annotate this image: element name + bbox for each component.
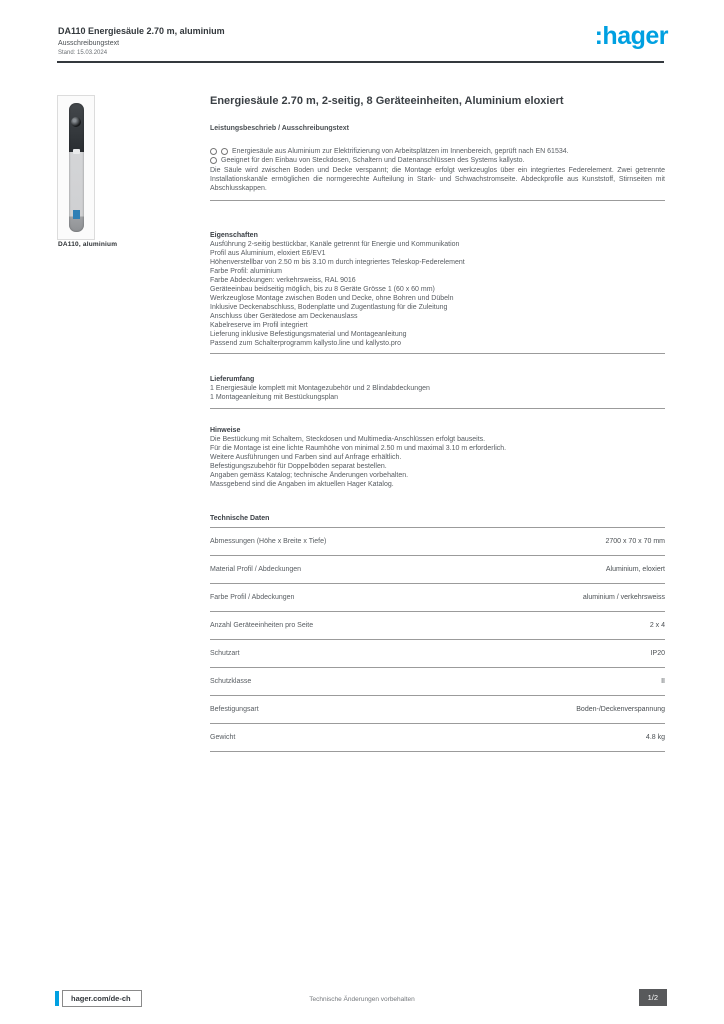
features-title: Eigenschaften [210, 232, 258, 239]
product-photo [57, 95, 95, 240]
feature-line: Farbe Profil: aluminium [210, 268, 282, 275]
section-notes: Hinweise Die Bestückung mit Schaltern, S… [210, 426, 665, 489]
table-row: Farbe Profil / Abdeckungen aluminium / v… [210, 584, 665, 612]
feature-line: Farbe Abdeckungen: verkehrsweiss, RAL 90… [210, 277, 356, 284]
spec-value: 2700 x 70 x 70 mm [605, 538, 665, 545]
footer-brand-mark [55, 991, 59, 1006]
spec-label: Material Profil / Abdeckungen [210, 566, 302, 573]
header-doc-type: Ausschreibungstext [58, 40, 120, 47]
intro-bullet-2-text: Geeignet für den Einbau von Steckdosen, … [221, 157, 525, 164]
section-features: Eigenschaften Ausführung 2-seitig bestüc… [210, 231, 665, 354]
note-line: Weitere Ausführungen und Farben sind auf… [210, 454, 402, 461]
feature-line: Passend zum Schalterprogramm kallysto.li… [210, 340, 402, 347]
spec-value: Aluminium, eloxiert [605, 566, 665, 573]
footer-center-text: Technische Änderungen vorbehalten [309, 996, 415, 1003]
standard-icon [221, 148, 228, 155]
spec-value: IP20 [650, 650, 665, 657]
header-date-line: Stand: 15.03.2024 [58, 50, 108, 56]
intro-bullet-1-text: Energiesäule aus Aluminium zur Elektrifi… [232, 148, 569, 155]
table-row: Gewicht 4.8 kg [210, 724, 665, 752]
scope-line: 1 Energiesäule komplett mit Montagezubeh… [210, 385, 430, 392]
spec-label: Befestigungsart [210, 706, 259, 713]
intro-paragraph: Die Säule wird zwischen Boden und Decke … [210, 167, 665, 192]
bullet-icon [210, 157, 217, 164]
table-row: Schutzklasse II [210, 668, 665, 696]
note-line: Für die Montage ist eine lichte Raumhöhe… [210, 445, 507, 452]
intro-bullet-2: Geeignet für den Einbau von Steckdosen, … [210, 156, 665, 165]
feature-line: Ausführung 2-seitig bestückbar, Kanäle g… [210, 241, 460, 248]
spec-label: Farbe Profil / Abdeckungen [210, 594, 295, 601]
spec-label: Anzahl Geräteeinheiten pro Seite [210, 622, 314, 629]
table-row: Schutzart IP20 [210, 640, 665, 668]
spec-value: aluminium / verkehrsweiss [582, 594, 665, 601]
section-intro: Energiesäule aus Aluminium zur Elektrifi… [210, 147, 665, 201]
note-line: Massgebend sind die Angaben im aktuellen… [210, 481, 394, 488]
feature-line: Geräteeinbau beidseitig möglich, bis zu … [210, 286, 435, 293]
feature-line: Inklusive Deckenabschluss, Bodenplatte u… [210, 304, 448, 311]
notes-title: Hinweise [210, 427, 241, 434]
scope-title: Lieferumfang [210, 376, 255, 383]
hager-logo: :hager [594, 22, 669, 50]
spec-label: Abmessungen (Höhe x Breite x Tiefe) [210, 538, 327, 545]
device-label-badge [72, 210, 80, 219]
specs-heading: Technische Daten [210, 514, 665, 528]
page-title: Energiesäule 2.70 m, 2-seitig, 8 Gerätee… [210, 95, 564, 107]
intro-bullet-1: Energiesäule aus Aluminium zur Elektrifi… [210, 147, 665, 156]
spec-value: 2 x 4 [649, 622, 665, 629]
device-lens-icon [70, 117, 81, 127]
footer-website-link[interactable]: hager.com/de-ch [62, 990, 142, 1007]
page-number-badge: 1/2 [638, 989, 667, 1006]
table-row: Material Profil / Abdeckungen Aluminium,… [210, 556, 665, 584]
product-photo-caption: DA110, aluminium [58, 241, 118, 248]
feature-line: Lieferung inklusive Befestigungsmaterial… [210, 331, 407, 338]
scope-line: 1 Montageanleitung mit Bestückungsplan [210, 394, 339, 401]
main-content: Energiesäule 2.70 m, 2-seitig, 8 Gerätee… [210, 95, 665, 752]
page-subtitle: Leistungsbeschrieb / Ausschreibungstext [210, 125, 349, 132]
note-line: Angaben gemäss Katalog; technische Änder… [210, 472, 409, 479]
table-row: Befestigungsart Boden-/Deckenverspannung [210, 696, 665, 724]
header-divider [57, 61, 664, 63]
header-product-block: DA110 Energiesäule 2.70 m, aluminium Aus… [58, 26, 225, 57]
feature-line: Höhenverstellbar von 2.50 m bis 3.10 m d… [210, 259, 465, 266]
feature-line: Werkzeuglose Montage zwischen Boden und … [210, 295, 454, 302]
spec-label: Schutzklasse [210, 678, 252, 685]
product-device-illustration [68, 103, 84, 232]
feature-line: Kabelreserve im Profil integriert [210, 322, 308, 329]
specs-table: Abmessungen (Höhe x Breite x Tiefe) 2700… [210, 528, 665, 752]
note-line: Befestigungszubehör für Doppelböden sepa… [210, 463, 387, 470]
spec-label: Schutzart [210, 650, 240, 657]
spec-value: Boden-/Deckenverspannung [576, 706, 665, 713]
header-product-line: DA110 Energiesäule 2.70 m, aluminium [58, 26, 225, 36]
section-scope: Lieferumfang 1 Energiesäule komplett mit… [210, 375, 665, 409]
spec-label: Gewicht [210, 734, 236, 741]
table-row: Anzahl Geräteeinheiten pro Seite 2 x 4 [210, 612, 665, 640]
device-sensor-window [72, 149, 80, 154]
feature-line: Anschluss über Gerätedose am Deckenausla… [210, 313, 358, 320]
feature-line: Profil aus Aluminium, eloxiert E6/EV1 [210, 250, 326, 257]
certification-icon [210, 148, 217, 155]
spec-value: II [661, 678, 665, 685]
note-line: Die Bestückung mit Schaltern, Steckdosen… [210, 436, 486, 443]
spec-value: 4.8 kg [645, 734, 665, 741]
table-row: Abmessungen (Höhe x Breite x Tiefe) 2700… [210, 528, 665, 556]
